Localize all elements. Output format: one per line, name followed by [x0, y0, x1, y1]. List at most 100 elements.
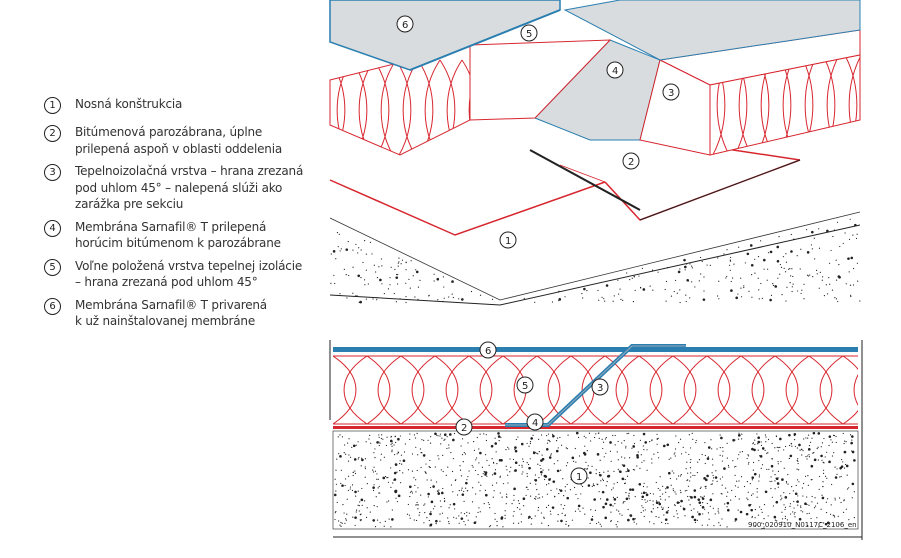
concrete-speck	[345, 248, 349, 251]
concrete-speck	[848, 519, 850, 521]
concrete-speck	[411, 490, 413, 492]
concrete-speck	[413, 519, 415, 521]
concrete-speck	[718, 280, 720, 282]
concrete-speck	[434, 505, 436, 507]
concrete-speck	[390, 266, 392, 268]
concrete-speck	[723, 253, 725, 255]
concrete-speck	[587, 484, 591, 487]
concrete-speck	[396, 453, 398, 455]
concrete-speck	[399, 298, 401, 300]
concrete-speck	[673, 472, 675, 474]
concrete-speck	[411, 492, 413, 494]
concrete-speck	[784, 517, 786, 520]
concrete-speck	[446, 436, 448, 438]
concrete-speck	[499, 476, 501, 478]
concrete-speck	[698, 501, 702, 504]
concrete-speck	[758, 289, 760, 291]
concrete-speck	[565, 523, 567, 525]
concrete-speck	[559, 489, 563, 492]
concrete-speck	[787, 483, 789, 485]
concrete-speck	[667, 471, 671, 475]
concrete-speck	[341, 484, 344, 487]
concrete-speck	[536, 452, 538, 454]
concrete-speck	[785, 300, 787, 302]
concrete-speck	[821, 494, 823, 496]
concrete-speck	[340, 469, 342, 471]
concrete-speck	[849, 284, 852, 286]
concrete-speck	[625, 445, 627, 447]
concrete-speck	[364, 284, 366, 286]
concrete-speck	[340, 521, 342, 524]
concrete-speck	[789, 513, 792, 515]
concrete-speck	[451, 470, 454, 473]
concrete-speck	[577, 508, 579, 510]
concrete-speck	[378, 436, 380, 438]
concrete-speck	[417, 487, 419, 489]
concrete-speck	[417, 454, 419, 456]
concrete-speck	[780, 266, 783, 269]
concrete-speck	[438, 492, 440, 494]
concrete-speck	[793, 507, 795, 509]
concrete-speck	[525, 494, 527, 496]
concrete-speck	[340, 525, 342, 527]
concrete-speck	[722, 446, 724, 449]
concrete-speck	[779, 437, 782, 441]
concrete-speck	[717, 257, 719, 259]
concrete-speck	[649, 492, 651, 495]
concrete-speck	[530, 437, 533, 440]
concrete-speck	[739, 510, 743, 514]
concrete-speck	[673, 504, 676, 506]
concrete-speck	[619, 513, 621, 515]
concrete-speck	[499, 475, 501, 477]
concrete-speck	[355, 511, 357, 513]
concrete-speck	[732, 277, 734, 279]
concrete-speck	[389, 284, 391, 286]
concrete-speck	[796, 500, 799, 503]
concrete-speck	[352, 249, 354, 251]
concrete-speck	[440, 506, 442, 508]
concrete-speck	[405, 301, 407, 304]
concrete-speck	[687, 472, 689, 474]
concrete-speck	[340, 482, 342, 484]
concrete-speck	[738, 246, 740, 248]
concrete-speck	[810, 517, 812, 520]
concrete-speck	[831, 455, 834, 457]
concrete-speck	[491, 484, 494, 486]
concrete-speck	[348, 274, 350, 277]
concrete-speck	[575, 461, 577, 463]
concrete-speck	[396, 500, 399, 503]
concrete-speck	[380, 258, 383, 260]
concrete-speck	[758, 459, 760, 462]
concrete-speck	[430, 436, 432, 438]
insulation-wave	[774, 356, 810, 424]
concrete-speck	[685, 294, 687, 296]
concrete-speck	[652, 508, 654, 510]
concrete-speck	[759, 455, 763, 458]
concrete-speck	[721, 484, 723, 486]
concrete-speck	[667, 267, 669, 269]
concrete-speck	[811, 437, 813, 439]
concrete-speck	[435, 481, 438, 483]
concrete-speck	[424, 512, 426, 514]
concrete-speck	[785, 253, 787, 255]
concrete-speck	[704, 485, 706, 488]
concrete-speck	[540, 434, 543, 436]
concrete-speck	[411, 470, 414, 472]
concrete-speck	[484, 454, 487, 456]
concrete-speck	[488, 526, 491, 528]
concrete-speck	[740, 476, 743, 478]
concrete-speck	[415, 504, 417, 506]
concrete-speck	[812, 452, 814, 454]
concrete-speck	[694, 521, 697, 524]
concrete-speck	[644, 509, 646, 511]
concrete-speck	[712, 477, 715, 479]
concrete-speck	[631, 277, 633, 279]
concrete-speck	[777, 277, 779, 279]
concrete-speck	[802, 482, 805, 485]
concrete-speck	[635, 523, 638, 525]
concrete-speck	[617, 440, 619, 443]
concrete-speck	[664, 499, 666, 501]
concrete-speck	[851, 435, 854, 438]
concrete-speck	[629, 514, 633, 517]
concrete-speck	[753, 472, 757, 476]
